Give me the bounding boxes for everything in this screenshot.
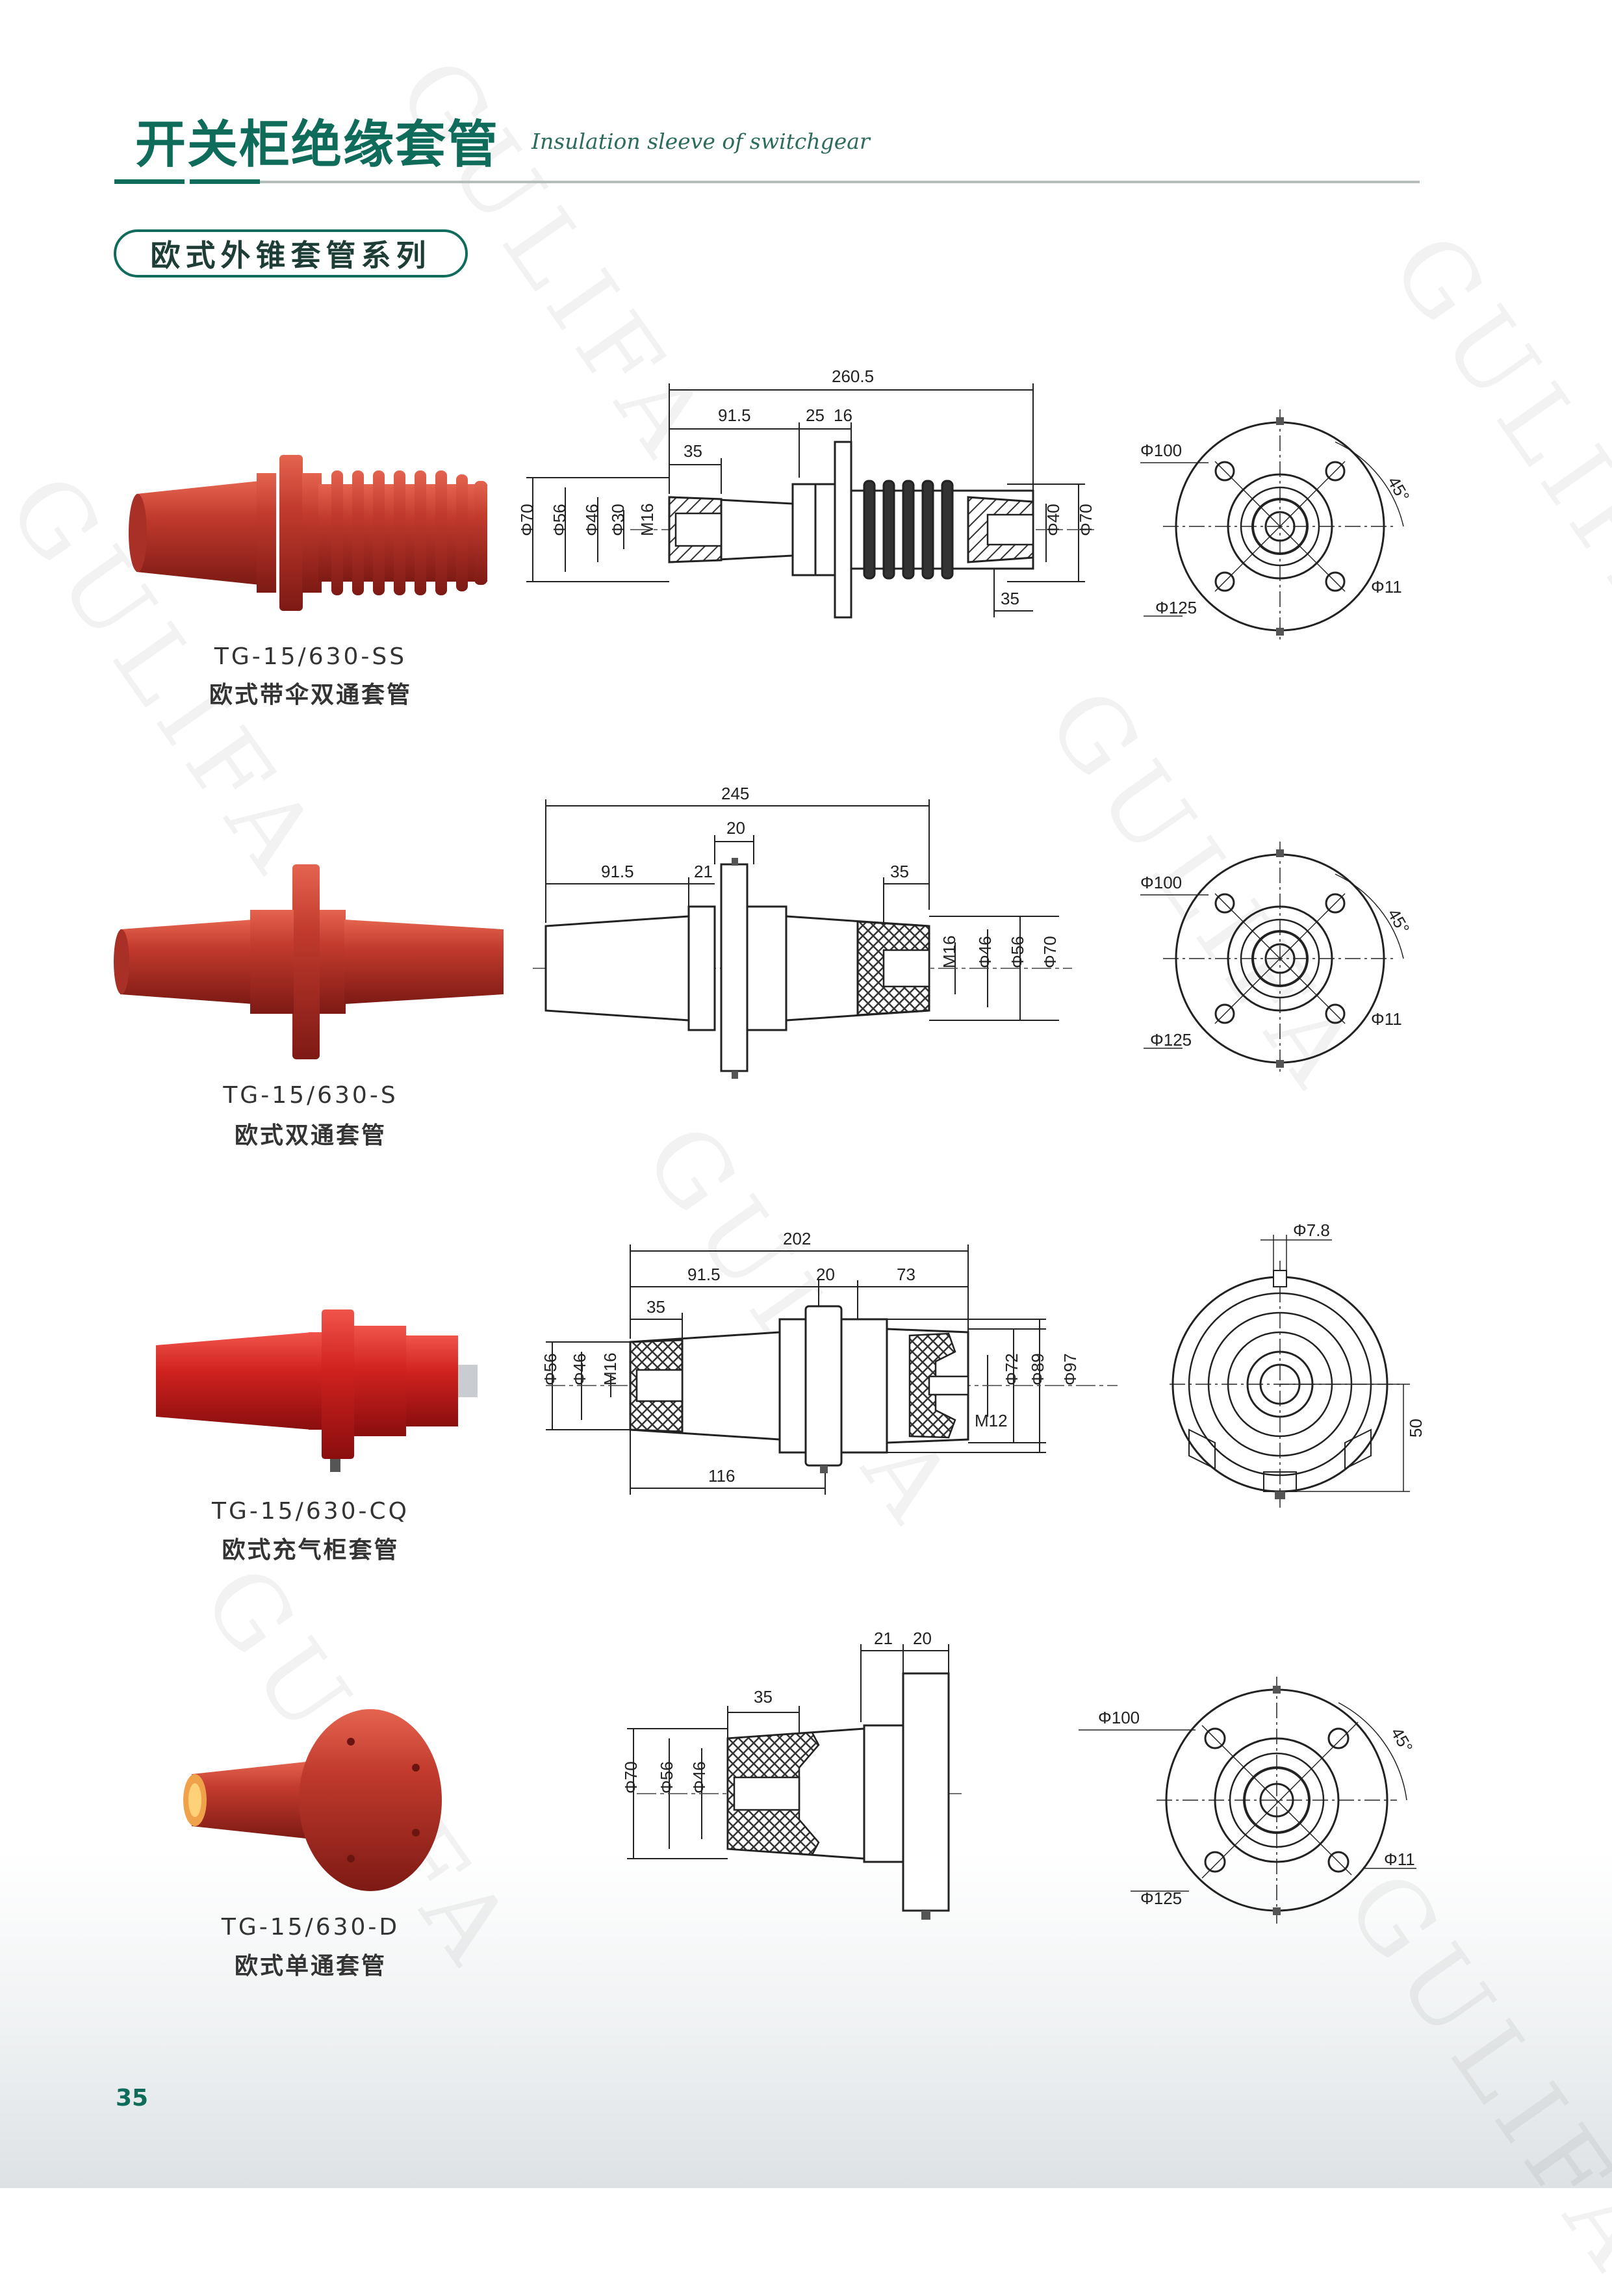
- dim-label: 35: [754, 1687, 773, 1707]
- side-drawing-s: 245 20 91.5 21 35 M16 Φ46 Φ56 Φ70: [533, 784, 1072, 1079]
- dim-label: 202: [783, 1229, 811, 1248]
- dim-label: 35: [684, 441, 702, 461]
- dim-label: Φ56: [657, 1761, 676, 1794]
- dim-label: Φ46: [689, 1761, 709, 1794]
- dim-label: Φ30: [608, 504, 628, 536]
- dim-label: M12: [975, 1411, 1008, 1430]
- header-rule: [257, 181, 1420, 183]
- dim-label: Φ46: [975, 936, 995, 968]
- dim-label: Φ40: [1043, 504, 1063, 536]
- dim-label: Φ125: [1155, 598, 1197, 617]
- dim-label: 21: [694, 862, 713, 881]
- dim-label: 91.5: [718, 406, 751, 425]
- dim-label: Φ70: [1040, 936, 1060, 968]
- dim-label: Φ56: [541, 1353, 560, 1386]
- page-title: 开关柜绝缘套管: [135, 116, 500, 174]
- dim-label: 21: [874, 1629, 893, 1648]
- dim-label: 20: [816, 1265, 835, 1284]
- product-name: 欧式带伞双通套管: [209, 682, 412, 708]
- dim-label: Φ11: [1371, 1009, 1402, 1029]
- dim-label: Φ97: [1060, 1353, 1080, 1386]
- dim-label: Φ70: [517, 504, 537, 536]
- dim-label: 20: [913, 1629, 932, 1648]
- product-code: TG-15/630-CQ: [212, 1498, 409, 1525]
- dim-label: Φ46: [570, 1353, 589, 1386]
- product-photo-s: [114, 864, 504, 1059]
- side-drawing-ss: 260.5 91.5 25 16 35 Φ70 Φ56 Φ46 Φ30 M16 …: [517, 367, 1098, 619]
- dim-label: 35: [1001, 589, 1019, 608]
- page-number: 35: [116, 2085, 149, 2111]
- dim-label: Φ70: [1076, 504, 1095, 536]
- dim-label: 73: [897, 1265, 915, 1284]
- dim-label: 245: [721, 784, 749, 803]
- dim-label: 16: [834, 406, 852, 425]
- side-drawing-cq: 202 91.5 20 73 35 Φ56 Φ46 M16 Φ72 Φ89 Φ9…: [541, 1229, 1118, 1495]
- header-accent: [190, 179, 260, 184]
- background-haze: [0, 1850, 1612, 2188]
- dim-label: Φ7.8: [1293, 1222, 1330, 1240]
- product-photo-cq: [156, 1309, 478, 1472]
- dim-label: Φ72: [1002, 1353, 1021, 1386]
- product-code: TG-15/630-S: [223, 1082, 398, 1109]
- product-name: 欧式充气柜套管: [222, 1537, 400, 1564]
- dim-label: M16: [637, 503, 657, 536]
- product-code: TG-15/630-D: [221, 1914, 400, 1941]
- dim-label: 35: [890, 862, 909, 881]
- flange-drawing-cq: Φ7.8 50: [1170, 1222, 1426, 1508]
- dim-label: Φ11: [1384, 1850, 1415, 1869]
- dim-label: 116: [708, 1466, 735, 1486]
- dim-label: Φ125: [1150, 1030, 1192, 1050]
- product-photo-d: [183, 1709, 442, 1891]
- flange-drawing-d: Φ100 45° Φ11 Φ125: [1079, 1677, 1417, 1924]
- dim-label: 45°: [1384, 473, 1414, 505]
- dim-label: 35: [646, 1297, 665, 1317]
- product-photo-ss: [129, 455, 487, 611]
- dim-label: M16: [600, 1352, 620, 1386]
- section-label: 欧式外锥套管系列: [114, 229, 468, 277]
- product-name: 欧式单通套管: [234, 1953, 387, 1980]
- dim-label: M16: [940, 935, 959, 968]
- header-accent: [114, 179, 185, 184]
- flange-drawing-s: Φ100 45° Φ11 Φ125: [1140, 842, 1414, 1076]
- dim-label: Φ89: [1028, 1353, 1047, 1386]
- dim-label: 50: [1406, 1419, 1426, 1438]
- dim-label: 20: [726, 818, 745, 838]
- dim-label: Φ11: [1371, 577, 1402, 597]
- dim-label: 260.5: [832, 367, 874, 386]
- page-subtitle: Insulation sleeve of switchgear: [531, 129, 870, 154]
- dim-label: Φ56: [1008, 936, 1027, 968]
- dim-label: Φ70: [621, 1761, 641, 1794]
- dim-label: Φ46: [582, 504, 602, 536]
- dim-label: 91.5: [687, 1265, 721, 1284]
- product-code: TG-15/630-SS: [214, 643, 407, 670]
- dim-label: Φ100: [1140, 873, 1182, 892]
- dim-label: Φ100: [1140, 441, 1182, 460]
- dim-label: 45°: [1387, 1724, 1417, 1756]
- side-drawing-d: 21 20 35 Φ70 Φ56 Φ46: [621, 1629, 962, 1920]
- dim-label: 45°: [1384, 905, 1414, 937]
- dim-label: Φ100: [1098, 1708, 1140, 1727]
- dim-label: 91.5: [601, 862, 634, 881]
- dim-label: 25: [806, 406, 825, 425]
- flange-drawing-ss: Φ100 45° Φ11 Φ125: [1140, 409, 1414, 643]
- dim-label: Φ125: [1140, 1889, 1182, 1908]
- product-name: 欧式双通套管: [234, 1122, 387, 1149]
- dim-label: Φ56: [550, 504, 569, 536]
